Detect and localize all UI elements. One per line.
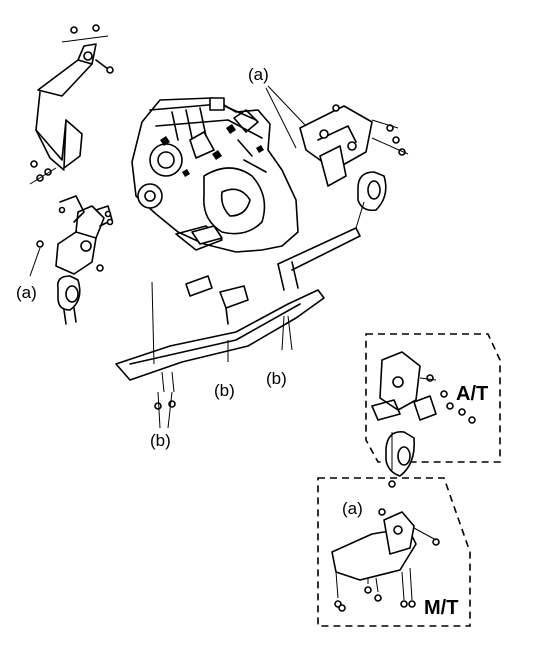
label-a-engine: (a)	[248, 65, 269, 84]
label-a-mt: (a)	[342, 499, 363, 518]
left-engine-mount	[29, 195, 114, 325]
label-at: A/T	[456, 383, 488, 405]
center-member	[115, 201, 365, 429]
engine-block	[131, 97, 299, 253]
at-mount-group	[365, 333, 501, 488]
mt-mount-group	[317, 477, 471, 627]
label-mt: M/T	[424, 597, 458, 619]
label-b-bottom: (b)	[150, 431, 171, 450]
label-a-left: (a)	[16, 283, 37, 302]
label-b-center: (b)	[214, 381, 235, 400]
label-b-right: (b)	[266, 369, 287, 388]
upper-left-mount-bracket	[29, 24, 114, 185]
right-engine-mount	[265, 85, 409, 212]
